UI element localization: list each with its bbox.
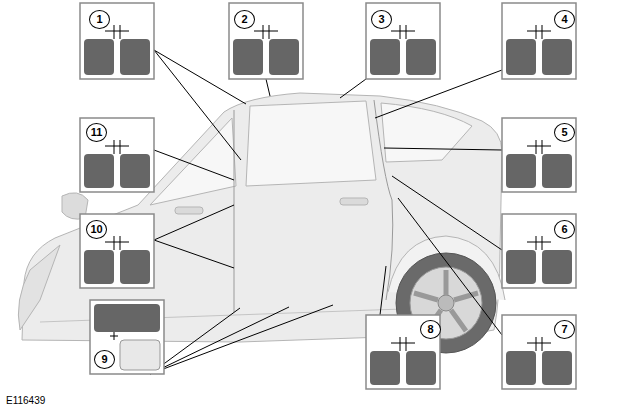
gap-mark (527, 31, 551, 32)
gap-mark (400, 337, 401, 351)
inset-frame (80, 118, 154, 192)
gap-insets (80, 3, 576, 389)
panel (542, 39, 572, 75)
gap-mark (406, 25, 407, 39)
figure-code: E116439 (6, 395, 45, 406)
callout-number: 10 (86, 220, 107, 239)
panel (506, 250, 536, 284)
gap-mark (527, 242, 551, 243)
gap-mark (406, 337, 407, 351)
gap-mark (400, 25, 401, 39)
leader-line (340, 79, 366, 98)
leader-line (150, 305, 333, 374)
callout-number: 6 (554, 220, 575, 239)
leader-line (154, 50, 241, 160)
gap-mark (114, 140, 115, 154)
gap-mark (536, 25, 537, 39)
panel (542, 250, 572, 284)
gap-mark (527, 343, 551, 344)
gap-mark (110, 336, 118, 337)
gap-mark (536, 140, 537, 154)
gap-mark (536, 236, 537, 250)
leader-line (266, 79, 270, 96)
leader-lines (150, 50, 502, 374)
inset-frame (502, 3, 576, 79)
callout-number: 1 (89, 10, 110, 29)
gap-mark (120, 25, 121, 39)
leader-line (154, 205, 234, 240)
inset-frame (502, 315, 576, 389)
callout-number: 8 (420, 320, 441, 339)
gap-mark (542, 140, 543, 154)
panel (406, 351, 436, 385)
inset-frame (366, 3, 440, 79)
inset-frame (366, 315, 440, 389)
panel (84, 39, 114, 75)
leader-line (154, 240, 234, 268)
inset-frame (502, 118, 576, 192)
callout-number: 2 (234, 10, 255, 29)
gap-mark (114, 25, 115, 39)
panel (506, 154, 536, 188)
callout-number: 9 (94, 350, 115, 369)
callout-number: 7 (554, 320, 575, 339)
gap-mark (269, 25, 270, 39)
gap-mark (527, 146, 551, 147)
leader-line (154, 150, 234, 180)
panel (370, 351, 400, 385)
inset-frame (502, 214, 576, 288)
panel (370, 39, 400, 75)
callout-number: 11 (86, 123, 107, 142)
panel (120, 154, 150, 188)
panel (506, 39, 536, 75)
panel (120, 39, 150, 75)
panel (120, 340, 160, 370)
callout-number: 4 (554, 10, 575, 29)
gap-mark (254, 31, 278, 32)
gap-mark (391, 31, 415, 32)
gap-mark (105, 31, 129, 32)
inset-frame (80, 214, 154, 288)
panel (506, 351, 536, 385)
gap-mark (114, 236, 115, 250)
gap-mark (263, 25, 264, 39)
leader-line (392, 176, 502, 250)
gap-mark (391, 343, 415, 344)
panel (84, 250, 114, 284)
panel (84, 154, 114, 188)
panel (233, 39, 263, 75)
panel (94, 304, 160, 332)
gap-mark (105, 242, 129, 243)
gap-mark (542, 337, 543, 351)
panel (120, 250, 150, 284)
gap-mark (120, 140, 121, 154)
panel (406, 39, 436, 75)
leader-line (150, 307, 289, 374)
panel (269, 39, 299, 75)
gap-mark (542, 25, 543, 39)
gap-mark (105, 146, 129, 147)
inset-frame (80, 3, 154, 79)
callout-number: 3 (371, 10, 392, 29)
gap-mark (542, 236, 543, 250)
gap-mark (536, 337, 537, 351)
leader-line (380, 266, 386, 315)
inset-frame (229, 3, 303, 79)
leader-line (384, 148, 502, 150)
callout-number: 5 (554, 123, 575, 142)
panel (542, 351, 572, 385)
inset-frame (90, 300, 164, 374)
gap-mark (120, 236, 121, 250)
panel (542, 154, 572, 188)
